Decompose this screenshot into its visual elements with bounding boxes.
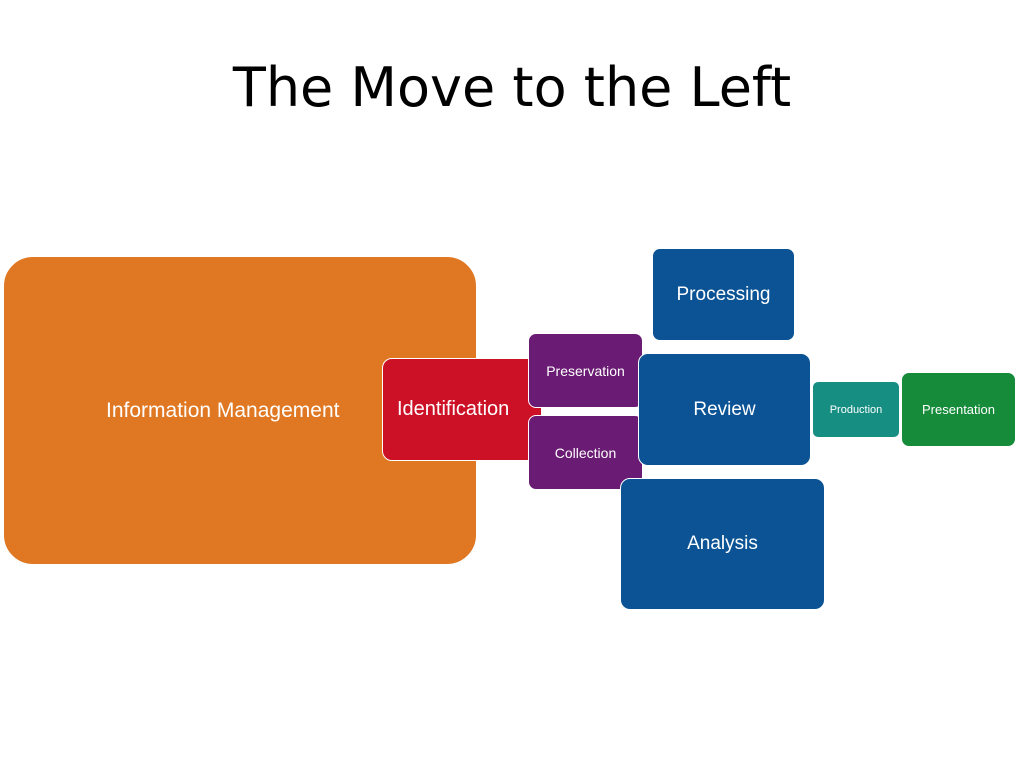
slide-title: The Move to the Left [232,56,792,119]
analysis-box: Analysis [620,478,825,610]
identification-box: Identification [382,358,542,461]
collection-box: Collection [528,415,643,490]
production-box: Production [812,381,900,438]
review-box: Review [638,353,811,466]
presentation-box: Presentation [901,372,1016,447]
preservation-box: Preservation [528,333,643,408]
processing-box: Processing [652,248,795,341]
